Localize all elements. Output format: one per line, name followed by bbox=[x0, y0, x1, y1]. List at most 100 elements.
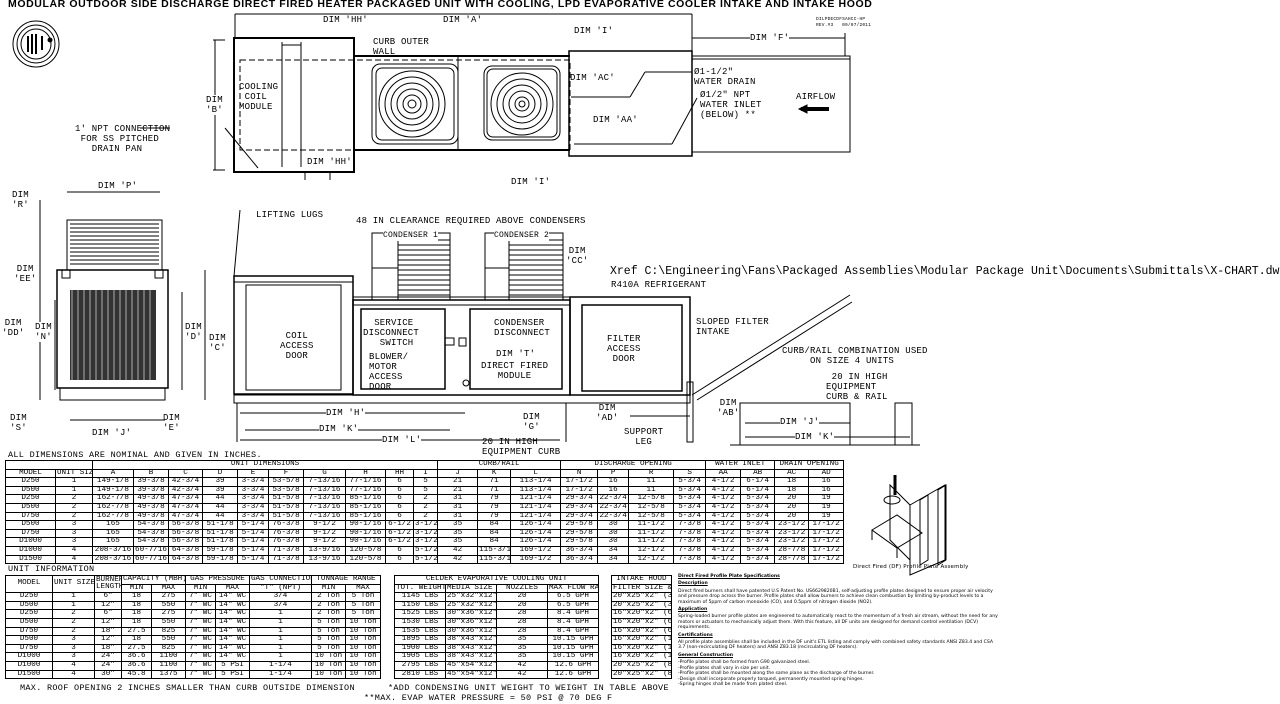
table-cell: 5 Ton bbox=[311, 643, 346, 654]
table-cell: 79 bbox=[477, 502, 512, 513]
table-cell: 6 bbox=[385, 477, 414, 487]
table-cell: 3 bbox=[52, 635, 95, 645]
table-cell: 5-3/4 bbox=[673, 494, 707, 504]
column-header: UNIT SIZE bbox=[55, 468, 93, 479]
table-cell: 25"x32"x12" bbox=[445, 600, 497, 611]
table-cell: 5-3/4 bbox=[740, 511, 776, 522]
dim-j-label: DIM 'J' bbox=[92, 428, 132, 438]
notes-paragraph: Spring-loaded burner profile plates are … bbox=[678, 614, 998, 631]
table-cell: 35 bbox=[437, 528, 479, 539]
table-cell: 121-1/4 bbox=[510, 502, 562, 513]
table-cell: 54-3/8 bbox=[133, 520, 169, 530]
npt-connection-label: 1' NPT CONNECTION FOR SS PITCHED DRAIN P… bbox=[75, 124, 171, 154]
table-cell: 5-3/4 bbox=[673, 477, 707, 487]
table-cell: D500 bbox=[5, 617, 53, 628]
table-cell: 18" bbox=[94, 626, 122, 637]
table-cell: 6" bbox=[94, 609, 122, 619]
table-cell: 2 bbox=[52, 626, 95, 637]
table-cell: 11 bbox=[628, 485, 675, 496]
roof-opening-note: MAX. ROOF OPENING 2 INCHES SMALLER THAN … bbox=[20, 683, 355, 693]
condenser-2-label: CONDENSER 2 bbox=[494, 231, 550, 241]
table-cell: 9-1/2 bbox=[303, 528, 346, 539]
table-cell: 29-3/4 bbox=[560, 511, 599, 522]
table-cell: 14" WC bbox=[215, 652, 250, 662]
table-cell: 1100 bbox=[151, 652, 186, 662]
table-cell: D1000 bbox=[5, 537, 56, 547]
table-cell: 36.6 bbox=[121, 660, 152, 671]
table-cell: 79 bbox=[477, 511, 512, 522]
table-cell: 42 bbox=[437, 554, 479, 565]
table-cell: 17-1/2 bbox=[808, 528, 845, 539]
table-cell: 4-1/2 bbox=[705, 537, 742, 547]
table-cell: 77-1/16 bbox=[345, 485, 386, 496]
group-header: DISCHARGE OPENING bbox=[560, 460, 707, 470]
group-header: CURB/RAIL bbox=[437, 460, 562, 470]
notes-paragraph: All profile plate assemblies shall be in… bbox=[678, 640, 994, 651]
table-cell: 7-3/8 bbox=[673, 537, 707, 547]
table-title: INTAKE HOOD bbox=[611, 575, 672, 585]
filter-access-door-label: FILTER ACCESS DOOR bbox=[607, 334, 641, 364]
table-cell: 4-1/2 bbox=[705, 494, 742, 504]
table-cell: 4 bbox=[52, 660, 95, 671]
column-header: MIN bbox=[121, 583, 152, 594]
table-cell: 1 bbox=[249, 643, 312, 654]
dim-c-label: DIM 'C' bbox=[209, 333, 226, 353]
dim-j-rail-label: DIM 'J' bbox=[780, 417, 820, 427]
table-cell: 169-1/2 bbox=[510, 554, 562, 565]
table-cell: 20"x25"x2" (3) bbox=[611, 592, 672, 602]
table-cell: 6-1/4 bbox=[740, 477, 776, 487]
table-cell: 7-13/16 bbox=[303, 485, 346, 496]
table-cell: 14" WC bbox=[215, 635, 250, 645]
table-cell: 31 bbox=[437, 502, 479, 513]
front-elevation bbox=[233, 209, 920, 446]
table-cell: 38"x43"x12" bbox=[445, 635, 497, 645]
column-header: B bbox=[133, 468, 169, 479]
table-cell: 7-3/8 bbox=[673, 545, 707, 556]
table-cell: 17-1/2 bbox=[808, 545, 845, 556]
table-cell: 30"x36"x12" bbox=[445, 626, 497, 637]
table-cell: 85-1/16 bbox=[345, 502, 386, 513]
dim-b-label: DIM 'B' bbox=[206, 95, 223, 115]
table-cell: 36-3/4 bbox=[560, 545, 599, 556]
table-cell: 1145 LBS bbox=[394, 592, 446, 602]
table-cell: 6 bbox=[385, 545, 414, 556]
table-cell: 2 Ton bbox=[311, 600, 346, 611]
table-cell: 275 bbox=[151, 592, 186, 602]
table-cell: 10 Ton bbox=[311, 669, 346, 680]
lifting-lugs-label: LIFTING LUGS bbox=[256, 210, 324, 220]
table-cell: 10 Ton bbox=[345, 660, 381, 671]
table-cell: 113-1/4 bbox=[510, 477, 562, 487]
table-cell: 3-3/4 bbox=[237, 477, 269, 487]
table-cell: 12" bbox=[94, 617, 122, 628]
table-cell: 20"x25"x2" (3) bbox=[611, 600, 672, 611]
table-cell: 1525 LBS bbox=[394, 609, 446, 619]
table-cell: 5-1/2 bbox=[412, 545, 439, 556]
table-cell: 7-3/8 bbox=[673, 554, 707, 565]
table-cell: 59-1/8 bbox=[202, 545, 238, 556]
table-cell: 7-13/16 bbox=[303, 494, 346, 504]
column-header: FILTER SIZE & QTY bbox=[611, 583, 672, 594]
water-pressure-note: **MAX. EVAP WATER PRESSURE = 50 PSI @ 70… bbox=[364, 693, 613, 703]
table-cell: 1 bbox=[249, 609, 312, 619]
dim-r-label: DIM 'R' bbox=[12, 190, 29, 210]
table-cell: 20"x25"x2" (8) bbox=[611, 669, 672, 680]
dim-e-label: DIM 'E' bbox=[163, 413, 180, 433]
table-cell: 6 bbox=[385, 502, 414, 513]
table-row: 16"x20"x2" (10) bbox=[611, 652, 672, 662]
table-cell: 7" WC bbox=[185, 592, 216, 602]
table-cell: 550 bbox=[151, 617, 186, 628]
table-cell: 31 bbox=[437, 511, 479, 522]
table-cell: 56-3/8 bbox=[168, 528, 203, 539]
table-cell: 6-1/2 bbox=[385, 537, 414, 547]
dim-a-label: DIM 'A' bbox=[443, 15, 483, 25]
table-cell: 1 bbox=[52, 600, 95, 611]
table-cell: 28 bbox=[496, 617, 548, 628]
table-cell: 36.6 bbox=[121, 652, 152, 662]
notes-title: Direct Fired Profile Plate Specification… bbox=[678, 574, 780, 579]
table-cell: 2 bbox=[412, 494, 439, 504]
